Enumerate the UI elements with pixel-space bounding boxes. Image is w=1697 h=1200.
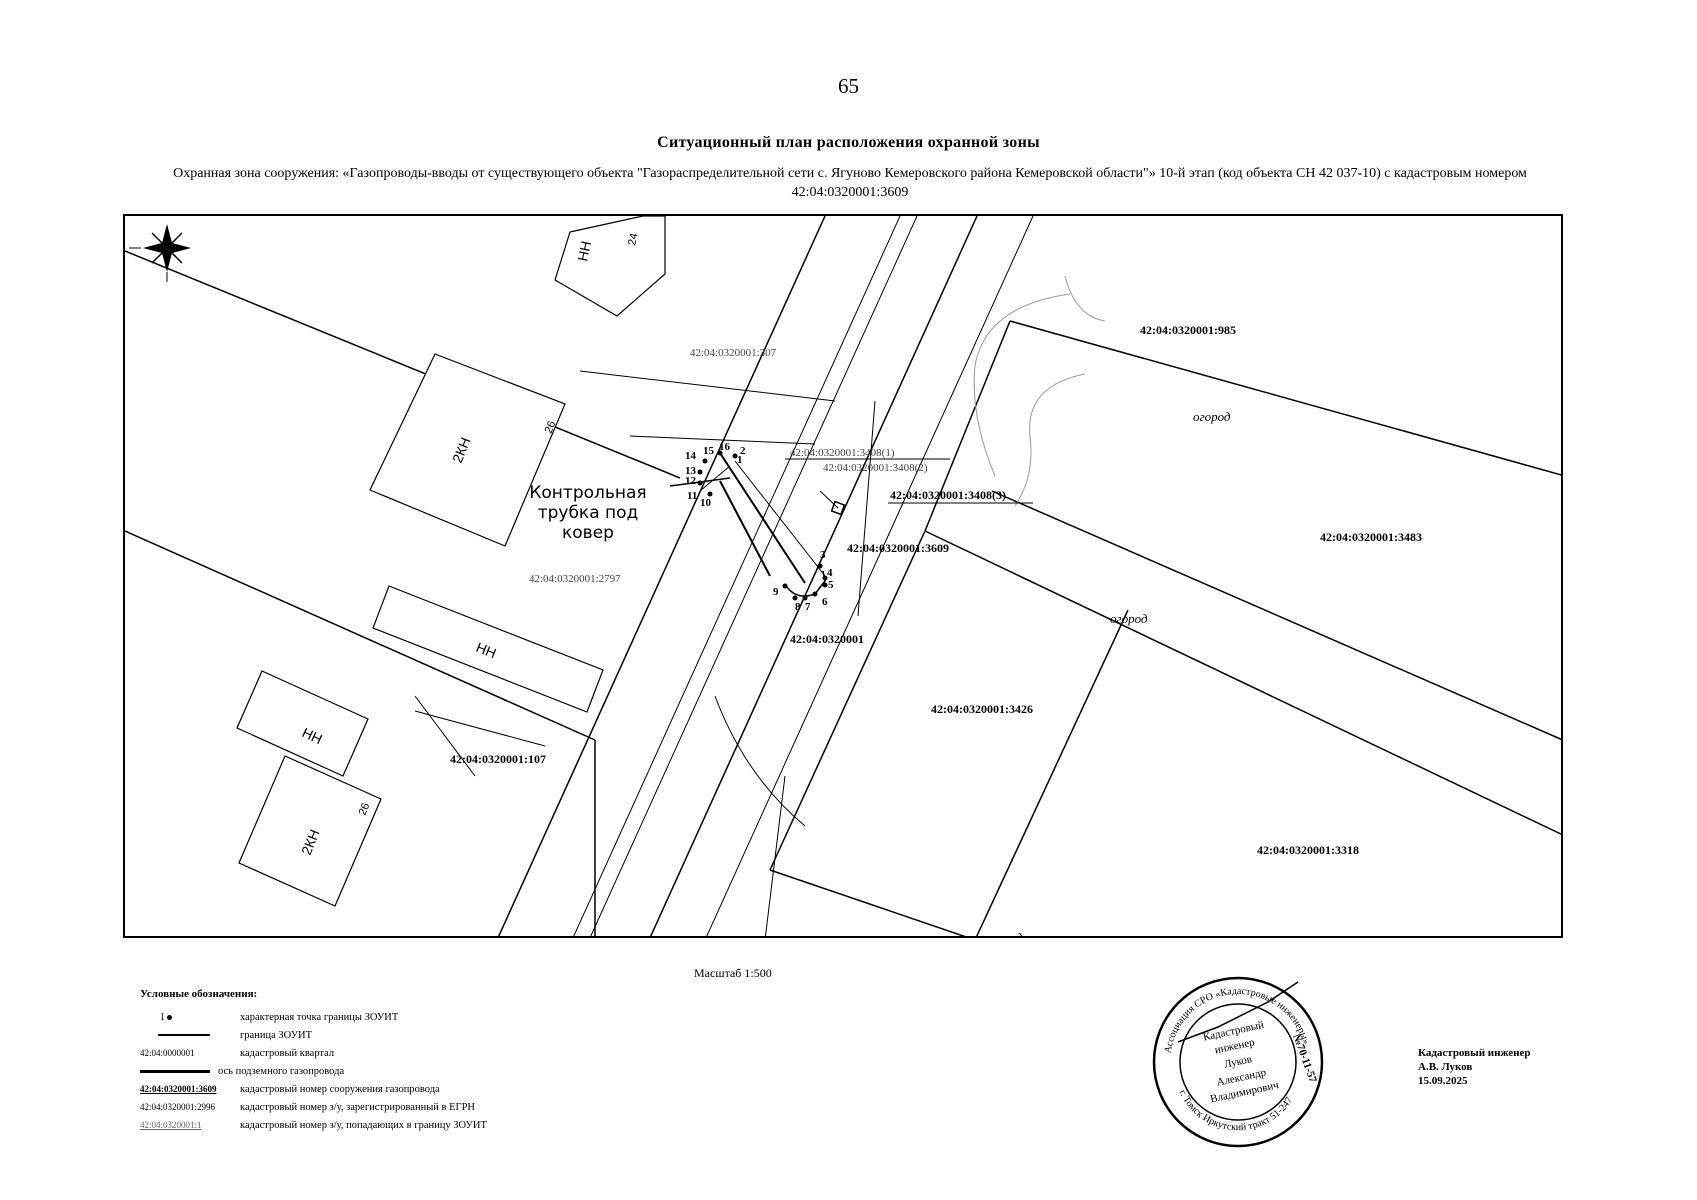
building-1 (554, 216, 666, 317)
parcel-307-label: 42:04:0320001:307 (690, 347, 777, 359)
building-5 (238, 755, 382, 907)
characteristic-points: 1 2 3 4 5 6 7 8 9 10 11 12 13 14 15 16 (685, 441, 834, 613)
legend: Условные обозначения: 1 характерная точк… (140, 988, 700, 1134)
signature-date: 15.09.2025 (1418, 1075, 1468, 1087)
scale-label: Масштаб 1:500 (694, 966, 772, 980)
engineer-signature-block: Кадастровый инженер А.В. Луков 15.09.202… (1418, 1046, 1531, 1088)
engineer-role: Кадастровый инженер (1418, 1047, 1531, 1059)
parcel-2797-label: 42:04:0320001:2797 (529, 573, 621, 585)
parcel-3408-1-label: 42:04:0320001:3408(1) (790, 447, 895, 459)
building-1-type: НН (574, 240, 594, 263)
svg-text:12: 12 (685, 475, 697, 487)
svg-text:3: 3 (820, 549, 826, 561)
plan-subtitle: Охранная зона сооружения: «Газопроводы-в… (173, 166, 1527, 200)
legend-header: Условные обозначения: (140, 988, 258, 1000)
building-4 (236, 670, 369, 777)
svg-text:Луков: Луков (1223, 1053, 1253, 1071)
road-curve (973, 275, 1106, 507)
svg-text:11: 11 (687, 490, 697, 502)
page-number: 65 (838, 74, 859, 98)
building-1-number: 24 (626, 232, 640, 246)
parcel-3318-label: 42:04:0320001:3318 (1257, 843, 1359, 857)
legend-item-point: 1 характерная точка границы ЗОУИТ (160, 1011, 399, 1023)
ogorod-label-bottom: огород (985, 930, 1023, 938)
north-arrow-icon (129, 224, 191, 282)
road-corridor (497, 216, 1034, 936)
parcel-107-label: 42:04:0320001:107 (450, 752, 546, 766)
svg-text:7: 7 (805, 601, 811, 613)
quarter-label: 42:04:0320001 (790, 632, 864, 646)
svg-text:трубка под: трубка под (538, 503, 639, 523)
engineer-seal: Ассоциация СРО «Кадастровые инженеры» №7… (1148, 972, 1328, 1152)
building-3-type: НН (474, 639, 499, 661)
svg-text:ковер: ковер (562, 523, 614, 543)
svg-text:5: 5 (828, 579, 834, 591)
legend-item-boundary: граница ЗОУИТ (140, 1026, 700, 1044)
svg-text:4: 4 (827, 567, 833, 579)
parcel-3426-label: 42:04:0320001:3426 (931, 702, 1033, 716)
legend-item-structure-number: 42:04:0320001:3609 кадастровый номер соо… (140, 1083, 440, 1095)
plan-title: Ситуационный план расположения охранной … (657, 134, 1040, 151)
engineer-name: А.В. Луков (1418, 1061, 1473, 1073)
svg-text:6: 6 (822, 596, 828, 608)
building-3 (372, 585, 604, 713)
svg-text:14: 14 (685, 450, 697, 462)
svg-text:Контрольная: Контрольная (529, 483, 646, 503)
parcel-3483-label: 42:04:0320001:3483 (1320, 530, 1422, 544)
parcel-boundaries (769, 320, 1561, 936)
legend-item-zone-parcel: 42:04:0320001:1 кадастровый номер з/у, п… (140, 1119, 487, 1131)
situation-map[interactable]: 1 2 3 4 5 6 7 8 9 10 11 12 13 14 15 16 Н… (123, 214, 1563, 938)
building-2-number: 26 (543, 419, 559, 435)
ogorod-label-top: огород (1193, 409, 1231, 424)
svg-text:2: 2 (740, 445, 746, 457)
control-tube-callout: Контрольная трубка под ковер (529, 483, 646, 543)
structure-3609-label: 42:04:0320001:3609 (847, 541, 949, 555)
svg-text:13: 13 (685, 465, 697, 477)
left-parcel-lines (125, 250, 681, 936)
utility-lines (414, 370, 876, 936)
svg-text:15: 15 (703, 445, 715, 457)
gas-pipeline (669, 452, 846, 597)
building-5-number: 26 (357, 801, 373, 817)
building-4-type: НН (300, 724, 325, 747)
legend-item-quarter: 42:04:0000001 кадастровый квартал (140, 1047, 335, 1059)
legend-item-pipeline-axis: ось подземного газопровода (140, 1062, 700, 1080)
svg-text:10: 10 (700, 497, 712, 509)
parcel-985-label: 42:04:0320001:985 (1140, 323, 1236, 337)
svg-text:16: 16 (719, 441, 731, 453)
building-2 (369, 353, 566, 547)
legend-item-egrn-parcel: 42:04:0320001:2996 кадастровый номер з/у… (140, 1101, 475, 1113)
svg-text:8: 8 (795, 601, 801, 613)
ogorod-label-mid: огород (1110, 611, 1148, 626)
parcel-3408-2-label: 42:04:0320001:3408(2) (823, 462, 928, 474)
parcel-3408-3-label: 42:04:0320001:3408(3) (890, 488, 1006, 502)
svg-text:9: 9 (773, 586, 779, 598)
svg-text:1: 1 (737, 454, 743, 466)
